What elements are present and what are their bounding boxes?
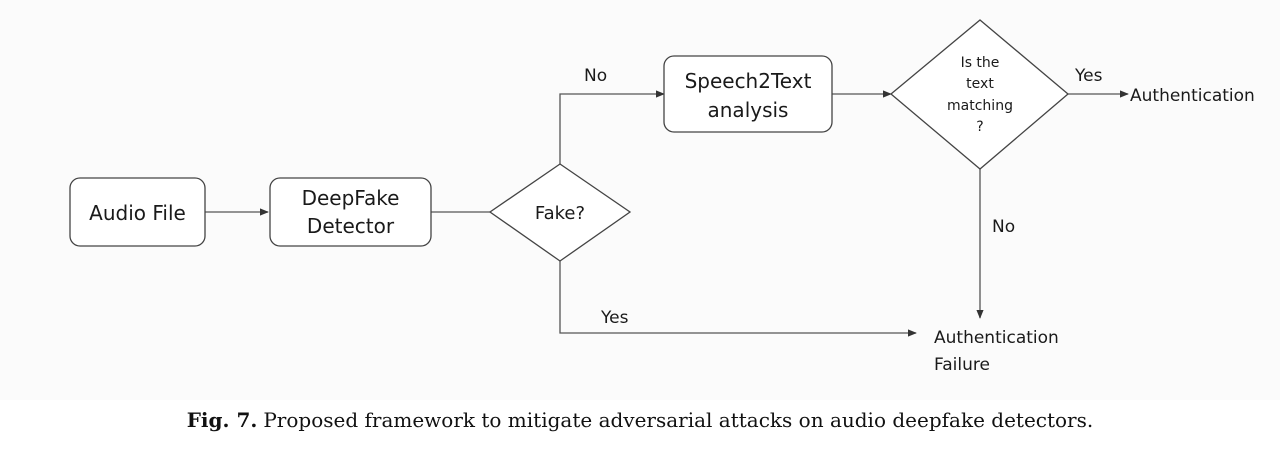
node-fake-decision: Fake? (488, 163, 632, 262)
edge-label-fake-no: No (584, 66, 607, 86)
edge-label-fake-yes: Yes (600, 308, 629, 328)
speech2text-label-line1: Speech2Text (685, 69, 812, 93)
node-speech2text: Speech2Text analysis (663, 55, 833, 133)
edge-fake-no (559, 90, 665, 164)
node-audio-file: Audio File (69, 177, 206, 247)
authentication-label: Authentication (1130, 86, 1255, 106)
text-match-label-line2: text (966, 76, 994, 92)
figure-caption: Fig. 7.Proposed framework to mitigate ad… (0, 408, 1280, 432)
deepfake-detector-label-line1: DeepFake (302, 186, 400, 210)
authentication-failure-label-line2: Failure (934, 355, 990, 375)
text-match-label-line4: ? (976, 119, 983, 135)
authentication-failure-label-line1: Authentication (934, 328, 1059, 348)
edge-label-match-yes: Yes (1074, 66, 1103, 86)
fake-decision-label: Fake? (535, 203, 585, 224)
deepfake-detector-label-line2: Detector (307, 214, 395, 238)
edge-label-match-no: No (992, 217, 1015, 237)
caption-text: Proposed framework to mitigate adversari… (263, 408, 1094, 432)
speech2text-label-line2: analysis (708, 98, 789, 122)
figure-panel: Audio File DeepFake Detector Fake? Speec… (69, 19, 1255, 375)
flowchart: Audio File DeepFake Detector Fake? Speec… (69, 19, 1255, 375)
text-match-label-line1: Is the (961, 55, 1000, 71)
edge-fake-yes (559, 261, 917, 337)
node-text-match-decision: Is the text matching ? (889, 19, 1070, 170)
caption-label: Fig. 7. (186, 408, 258, 432)
audio-file-label: Audio File (89, 201, 186, 225)
text-match-label-line3: matching (947, 98, 1013, 114)
node-deepfake-detector: DeepFake Detector (269, 177, 432, 247)
